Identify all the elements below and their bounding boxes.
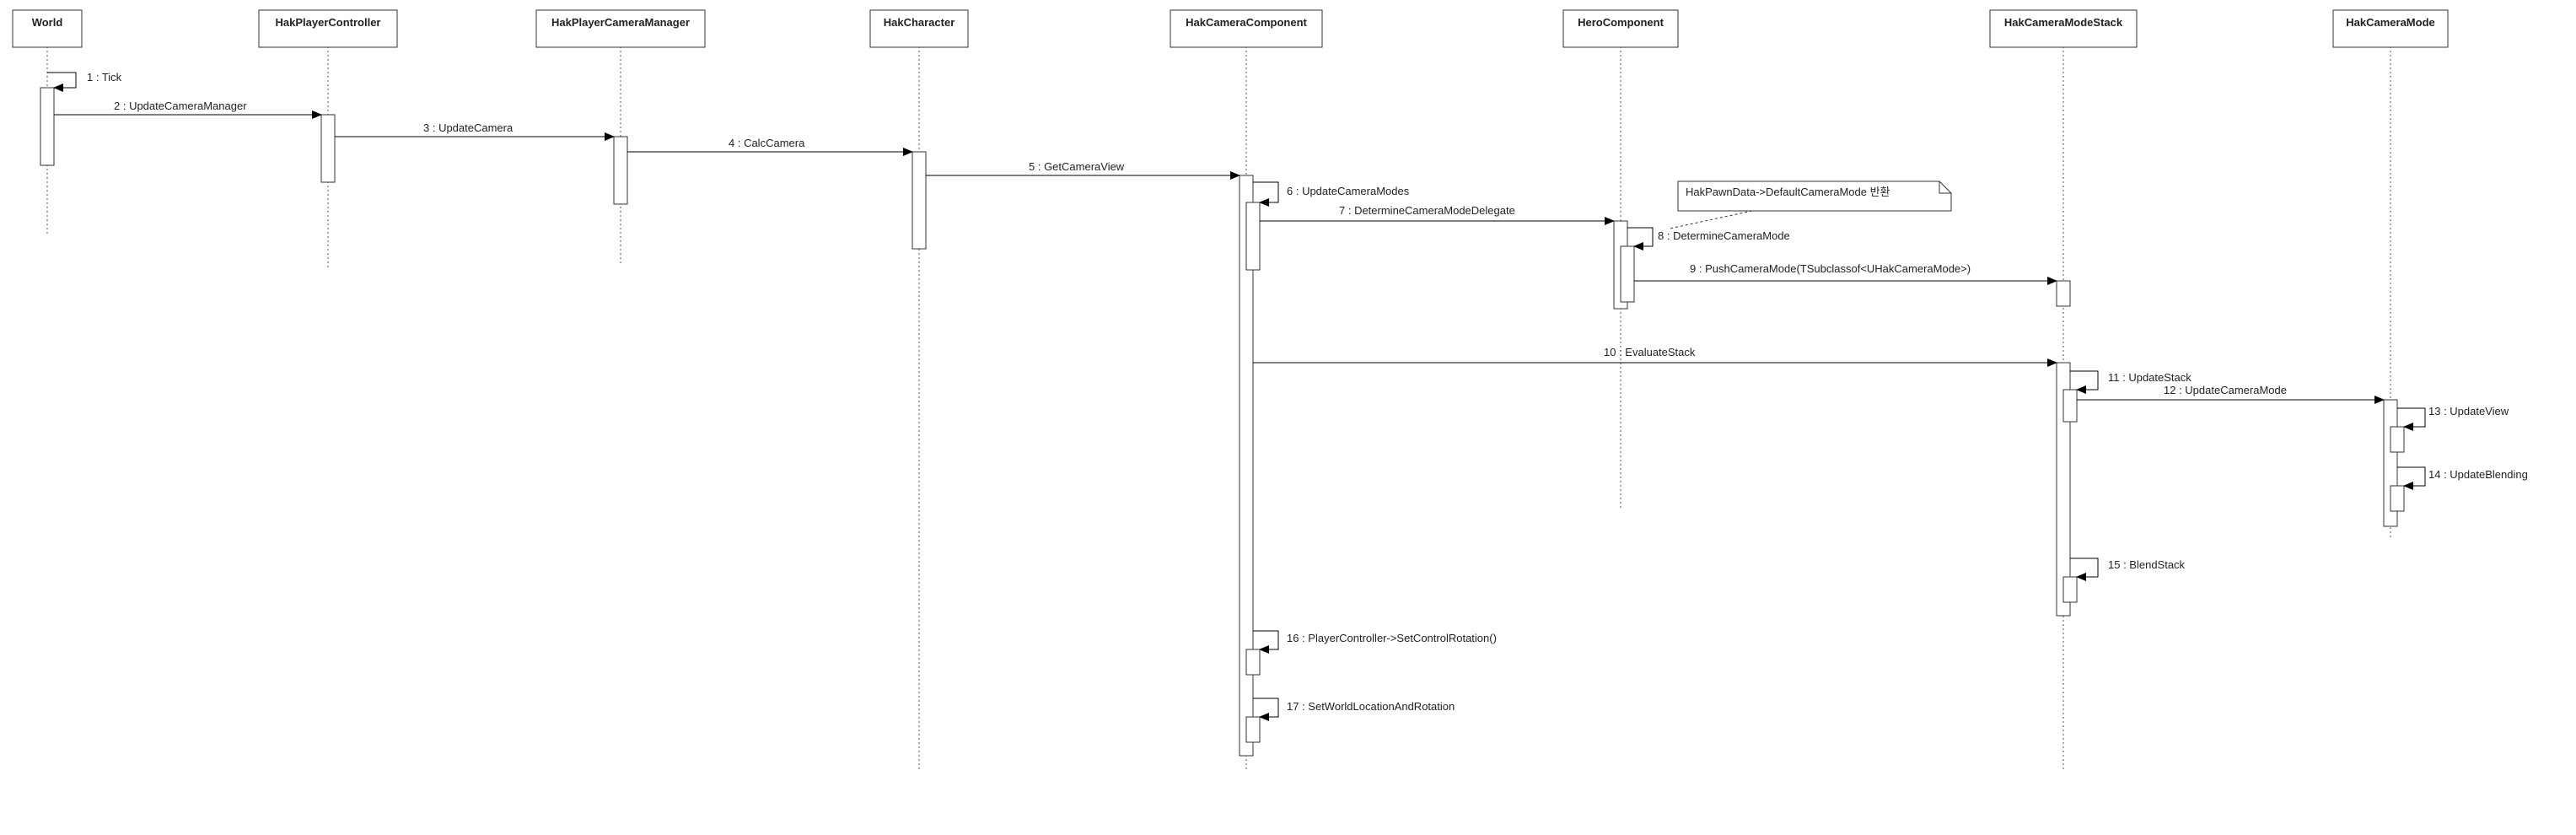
message-label: 5 : GetCameraView bbox=[1029, 160, 1125, 173]
message-5[interactable]: 5 : GetCameraView bbox=[926, 160, 1240, 180]
message-label: 10 : EvaluateStack bbox=[1604, 346, 1696, 358]
participant-label: HakCharacter bbox=[884, 16, 955, 29]
message-label: 3 : UpdateCamera bbox=[423, 121, 514, 134]
message-11[interactable]: 11 : UpdateStack bbox=[2070, 370, 2191, 394]
message-8[interactable]: 8 : DetermineCameraMode bbox=[1627, 227, 1790, 250]
lifelines bbox=[46, 46, 2391, 772]
participant-hero-component[interactable]: HeroComponent bbox=[1562, 9, 1679, 48]
participant-label: World bbox=[32, 16, 63, 29]
message-label: 7 : DetermineCameraModeDelegate bbox=[1339, 204, 1515, 217]
activation-bar bbox=[2390, 426, 2405, 453]
participants: World HakPlayerController HakPlayerCamer… bbox=[12, 9, 2449, 48]
activation-bar bbox=[912, 151, 927, 250]
message-label: 17 : SetWorldLocationAndRotation bbox=[1287, 700, 1455, 713]
activation-bar bbox=[613, 136, 628, 205]
participant-hak-camera-component[interactable]: HakCameraComponent bbox=[1170, 9, 1323, 48]
participant-hak-player-controller[interactable]: HakPlayerController bbox=[258, 9, 398, 48]
activation-bar bbox=[1245, 202, 1261, 271]
participant-label: HakCameraMode bbox=[2346, 16, 2435, 29]
note-fold bbox=[1939, 181, 1951, 194]
activation-bar bbox=[1245, 649, 1261, 676]
message-15[interactable]: 15 : BlendStack bbox=[2070, 558, 2186, 581]
message-6[interactable]: 6 : UpdateCameraModes bbox=[1253, 181, 1410, 207]
activation-bar bbox=[320, 114, 336, 183]
messages: 1 : Tick 2 : UpdateCameraManager 3 : Upd… bbox=[47, 71, 2528, 721]
note-connector bbox=[1669, 210, 1753, 229]
message-12[interactable]: 12 : UpdateCameraMode bbox=[2077, 384, 2385, 404]
participant-hak-camera-mode-stack[interactable]: HakCameraModeStack bbox=[1989, 9, 2138, 48]
message-2[interactable]: 2 : UpdateCameraManager bbox=[54, 100, 322, 119]
message-13[interactable]: 13 : UpdateView bbox=[2397, 405, 2509, 431]
participant-label: HakPlayerController bbox=[276, 16, 381, 29]
message-label: 14 : UpdateBlending bbox=[2428, 468, 2528, 481]
activation-bar bbox=[2390, 485, 2405, 512]
message-label: 6 : UpdateCameraModes bbox=[1287, 185, 1410, 197]
message-1[interactable]: 1 : Tick bbox=[47, 71, 122, 92]
participant-hak-character[interactable]: HakCharacter bbox=[869, 9, 969, 48]
message-7[interactable]: 7 : DetermineCameraModeDelegate bbox=[1260, 204, 1615, 225]
message-label: 4 : CalcCamera bbox=[729, 137, 805, 149]
activation-bar bbox=[2056, 362, 2071, 617]
message-9[interactable]: 9 : PushCameraMode(TSubclassof<UHakCamer… bbox=[1634, 262, 2057, 285]
message-label: 12 : UpdateCameraMode bbox=[2164, 384, 2287, 396]
participant-label: HeroComponent bbox=[1578, 16, 1664, 29]
note-box bbox=[1677, 180, 1952, 212]
message-3[interactable]: 3 : UpdateCamera bbox=[335, 121, 615, 141]
message-label: 1 : Tick bbox=[87, 71, 122, 84]
message-label: 16 : PlayerController->SetControlRotatio… bbox=[1287, 632, 1497, 644]
participant-hak-camera-mode[interactable]: HakCameraMode bbox=[2332, 9, 2449, 48]
activation-bar bbox=[1239, 175, 1254, 757]
participant-hak-player-camera-manager[interactable]: HakPlayerCameraManager bbox=[535, 9, 706, 48]
activation-bar bbox=[2056, 280, 2071, 307]
note[interactable]: HakPawnData->DefaultCameraMode 반환 bbox=[1669, 180, 1952, 229]
message-10[interactable]: 10 : EvaluateStack bbox=[1253, 346, 2057, 367]
message-14[interactable]: 14 : UpdateBlending bbox=[2397, 466, 2528, 490]
message-label: 8 : DetermineCameraMode bbox=[1658, 229, 1790, 242]
message-label: 9 : PushCameraMode(TSubclassof<UHakCamer… bbox=[1690, 262, 1971, 275]
activation-bar bbox=[40, 87, 55, 166]
participant-label: HakCameraComponent bbox=[1186, 16, 1307, 29]
message-4[interactable]: 4 : CalcCamera bbox=[627, 137, 913, 156]
note-text: HakPawnData->DefaultCameraMode 반환 bbox=[1686, 186, 1890, 198]
message-16[interactable]: 16 : PlayerController->SetControlRotatio… bbox=[1253, 630, 1497, 654]
activations bbox=[40, 87, 2405, 757]
message-label: 13 : UpdateView bbox=[2428, 405, 2509, 418]
message-label: 15 : BlendStack bbox=[2108, 558, 2186, 571]
activation-bar bbox=[2062, 389, 2078, 423]
message-label: 11 : UpdateStack bbox=[2108, 371, 2191, 384]
participant-label: HakPlayerCameraManager bbox=[551, 16, 690, 29]
activation-bar bbox=[1620, 245, 1635, 303]
activation-bar bbox=[1245, 716, 1261, 743]
message-label: 2 : UpdateCameraManager bbox=[114, 100, 247, 112]
message-17[interactable]: 17 : SetWorldLocationAndRotation bbox=[1253, 698, 1455, 721]
participant-label: HakCameraModeStack bbox=[2004, 16, 2123, 29]
activation-bar bbox=[2062, 576, 2078, 603]
participant-world[interactable]: World bbox=[12, 9, 83, 48]
